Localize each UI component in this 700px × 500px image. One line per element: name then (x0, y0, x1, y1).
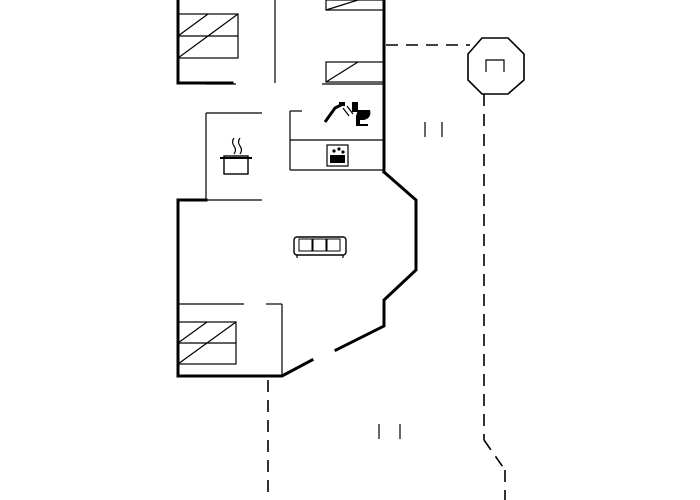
annex-octagon (467, 37, 525, 95)
terrace-outline (267, 44, 506, 500)
cooking-pot-icon (220, 137, 252, 175)
shower-icon (323, 102, 354, 123)
wall-left-main (176, 198, 315, 378)
bed-icon (177, 13, 239, 59)
sofa-icon (293, 236, 347, 258)
terrace-marker (424, 122, 443, 137)
bed-icon (325, 61, 385, 83)
wall-right-angled (333, 169, 418, 353)
exterior-walls (176, 0, 418, 378)
annex-door-icon (485, 59, 505, 72)
sauna-icon (326, 144, 349, 167)
toilet-icon (352, 102, 371, 126)
bed-icon (325, 0, 385, 11)
interior-walls (178, 0, 384, 376)
terrace-line-diagonal (483, 439, 506, 471)
terrace-marker (378, 424, 401, 439)
bed-icon (177, 321, 237, 365)
